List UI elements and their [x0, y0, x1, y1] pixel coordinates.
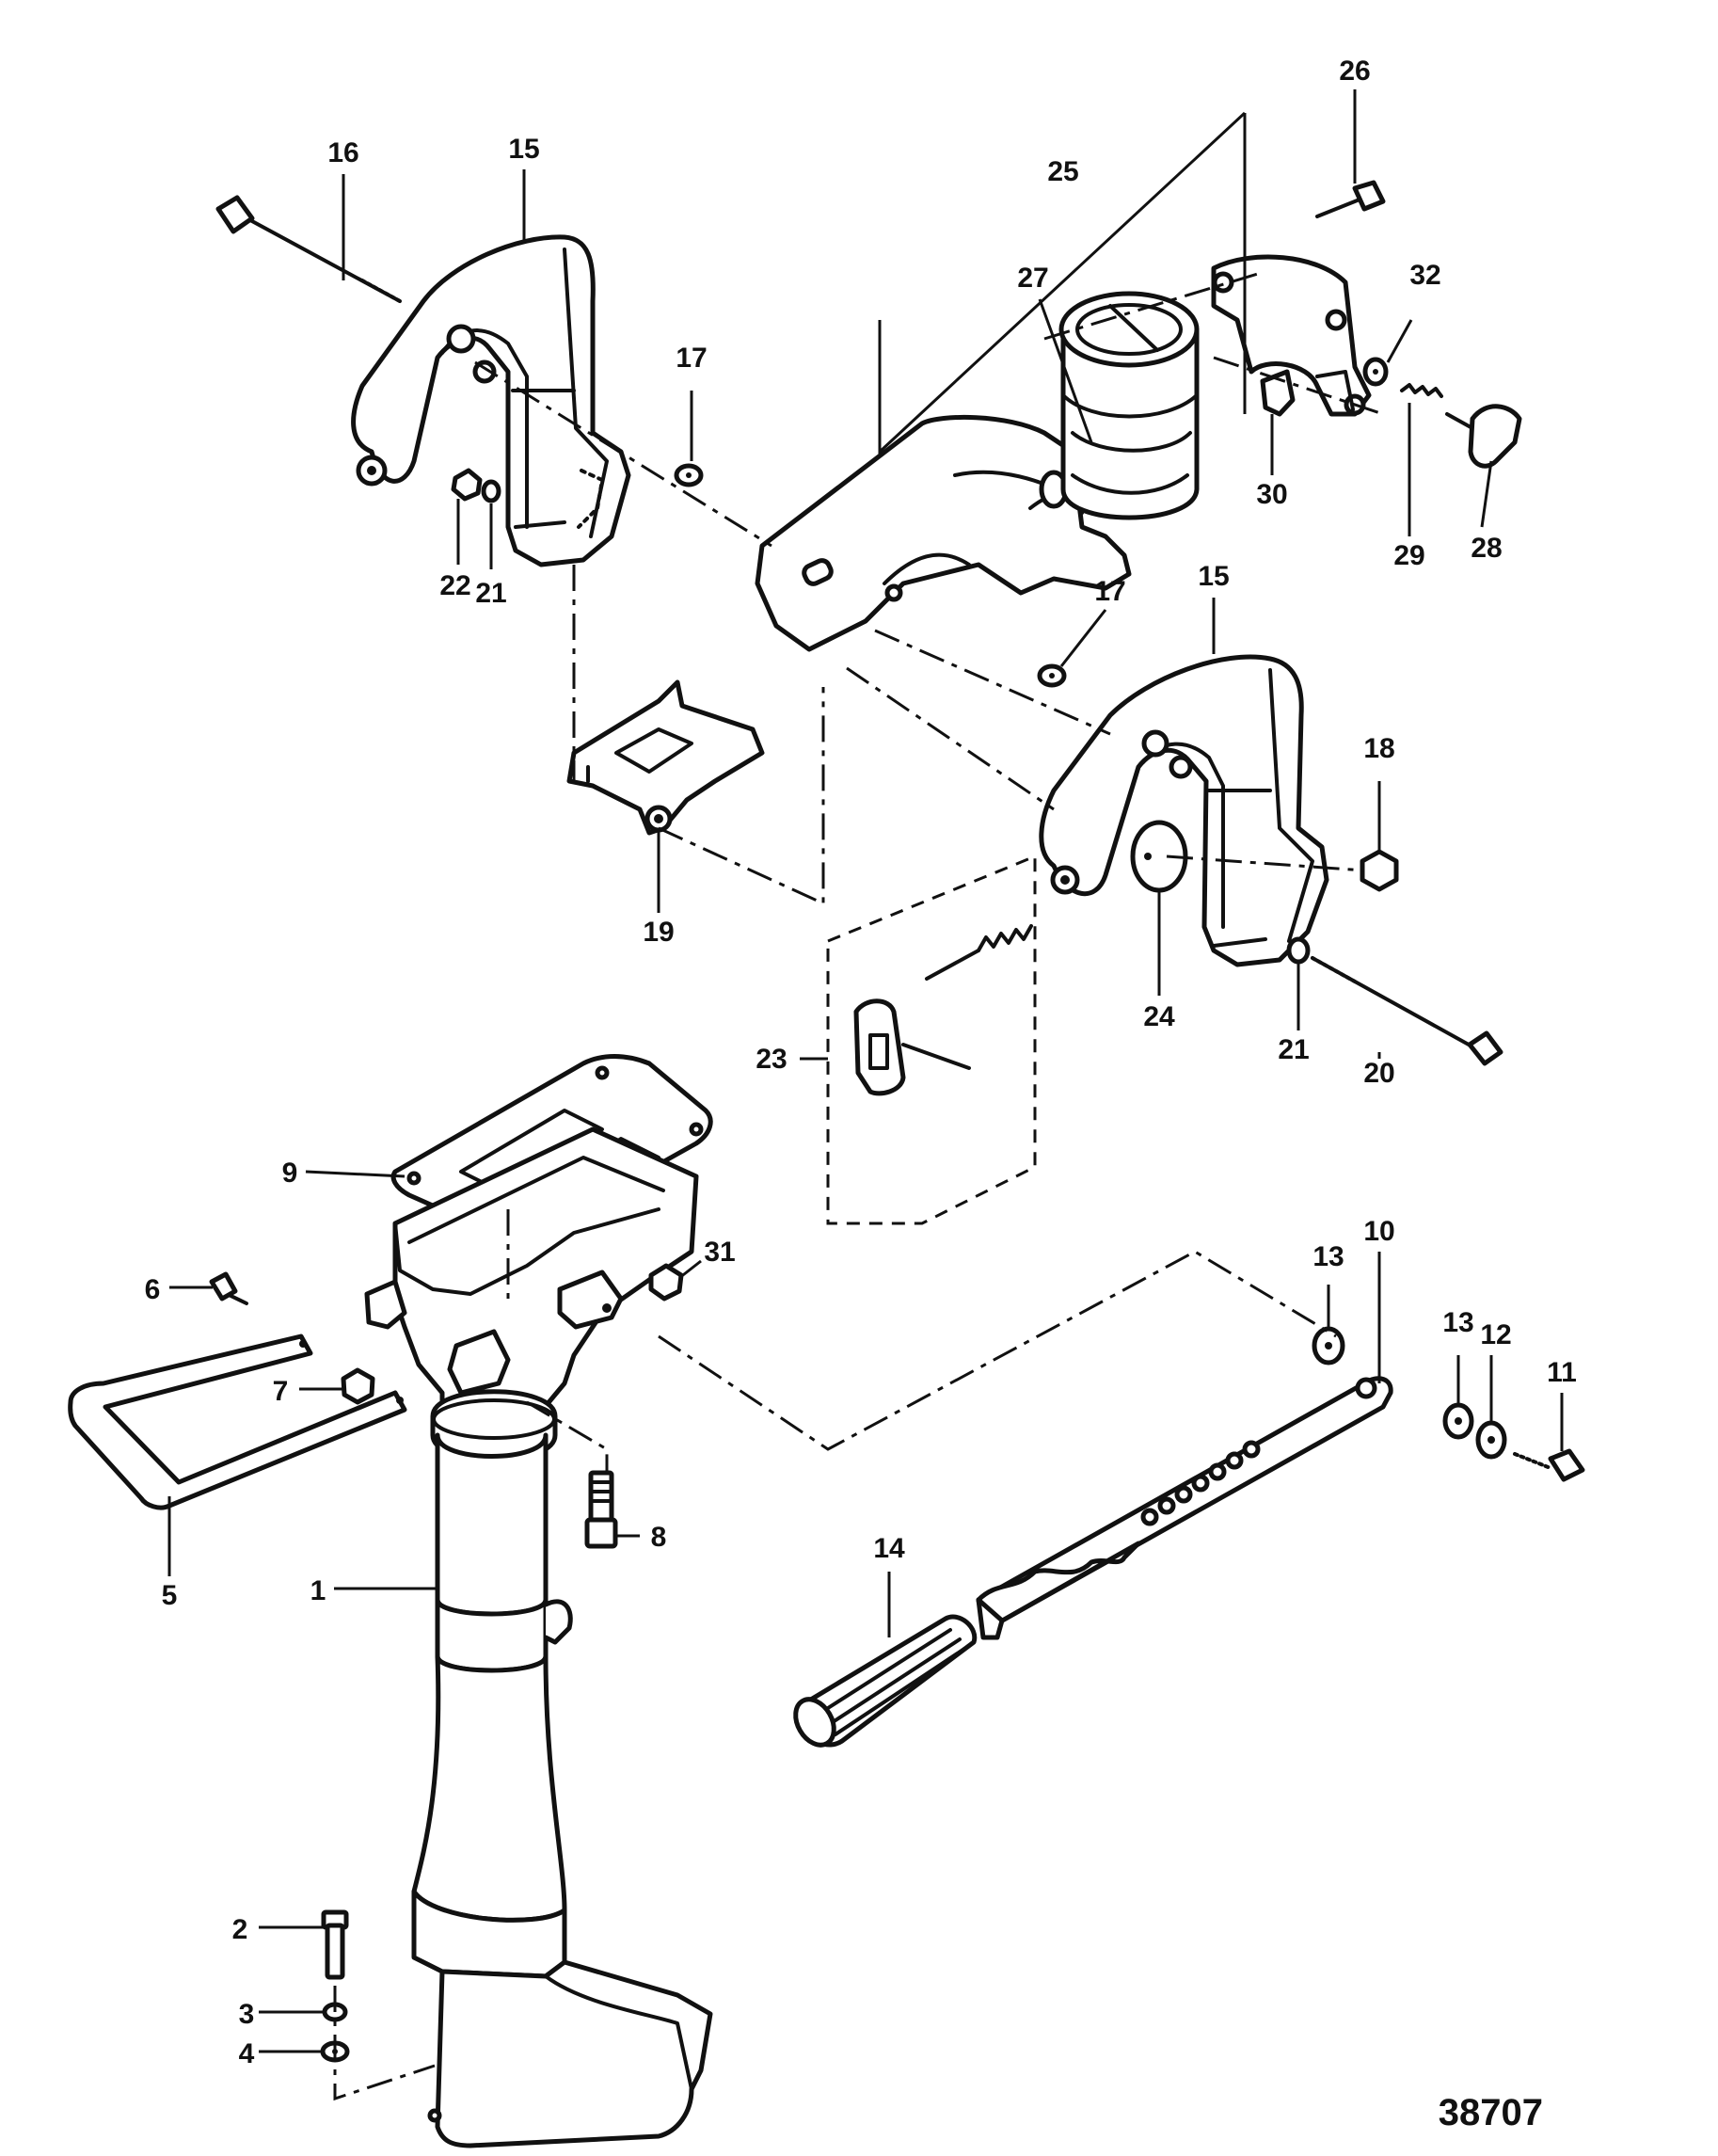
part-21-washer-lower — [1286, 936, 1311, 965]
callout-29: 29 — [1393, 540, 1424, 571]
part-12-washer — [1475, 1420, 1507, 1460]
part-1-driveshaft-housing — [364, 1126, 713, 2148]
callout-14: 14 — [873, 1533, 905, 1564]
callout-26: 26 — [1339, 56, 1370, 87]
callout-21-lower: 21 — [1278, 1034, 1309, 1065]
callout-18: 18 — [1363, 733, 1394, 764]
part-6-bolt — [209, 1271, 248, 1305]
part-30-wedge — [1260, 369, 1296, 417]
callout-22: 22 — [439, 570, 470, 601]
part-32-washer — [1362, 357, 1389, 387]
part-17-washer-lower — [1037, 663, 1067, 688]
part-10-tiller-arm — [976, 1376, 1393, 1640]
callout-24: 24 — [1143, 1001, 1175, 1032]
callout-9: 9 — [282, 1158, 298, 1189]
callout-23: 23 — [756, 1044, 787, 1075]
part-25-clamp-half — [1211, 254, 1372, 417]
callout-13-b: 13 — [1442, 1307, 1473, 1338]
part-14-tiller-grip — [793, 1614, 978, 1748]
part-16-bolt — [215, 195, 402, 303]
callout-32: 32 — [1409, 260, 1440, 291]
part-23-latch — [853, 998, 971, 1096]
callout-19: 19 — [643, 917, 674, 948]
callout-12: 12 — [1480, 1319, 1511, 1350]
leader-lines — [167, 89, 1564, 2053]
part-7-nut — [341, 1367, 375, 1405]
callout-10: 10 — [1363, 1216, 1394, 1247]
part-8-bolt — [584, 1470, 618, 1549]
part-28-thumb-screw — [1445, 404, 1522, 469]
assembly-lines — [333, 111, 1384, 2101]
part-5-carry-handle — [68, 1334, 407, 1510]
callout-8: 8 — [651, 1522, 667, 1553]
callout-31: 31 — [704, 1237, 735, 1268]
callout-13-a: 13 — [1312, 1241, 1344, 1272]
part-2-bolt — [321, 1909, 349, 1980]
callout-27: 27 — [1017, 263, 1048, 294]
callout-7: 7 — [273, 1376, 289, 1407]
callout-15-upper: 15 — [508, 134, 539, 165]
part-23-spring — [925, 924, 1033, 981]
callout-11: 11 — [1547, 1357, 1577, 1388]
callout-3: 3 — [239, 1999, 255, 2030]
part-22-nut — [451, 468, 483, 502]
part-13-washer-a — [1312, 1326, 1345, 1365]
part-23-reverse-lock-group — [826, 854, 1037, 1225]
part-21-washer-upper — [481, 479, 501, 503]
callout-1: 1 — [310, 1575, 326, 1606]
part-19-transom-plate — [566, 679, 765, 836]
callout-4: 4 — [239, 2038, 255, 2069]
callout-17-upper: 17 — [676, 343, 707, 374]
part-27-swivel-bushing — [1058, 291, 1200, 520]
callout-16: 16 — [327, 137, 358, 168]
part-18-nut — [1360, 849, 1399, 892]
callout-21-upper: 21 — [475, 578, 506, 609]
callout-6: 6 — [145, 1274, 161, 1305]
callout-5: 5 — [162, 1580, 178, 1611]
part-29-spring — [1400, 383, 1443, 398]
figure-number: 38707 — [1439, 2092, 1543, 2133]
callout-2: 2 — [232, 1914, 248, 1945]
callout-30: 30 — [1256, 479, 1287, 510]
callout-28: 28 — [1471, 533, 1502, 564]
part-15-clamp-bracket-upper — [351, 234, 631, 567]
part-20-bolt — [1311, 956, 1503, 1066]
callout-17-lower: 17 — [1094, 576, 1125, 607]
part-26-bolt — [1315, 180, 1386, 218]
callout-20: 20 — [1363, 1058, 1394, 1089]
callout-15-lower: 15 — [1198, 561, 1229, 592]
callout-numbers: 16 15 25 26 27 32 17 30 29 28 22 21 17 1… — [145, 56, 1577, 2133]
part-17-washer-upper — [674, 463, 704, 487]
callout-25: 25 — [1047, 156, 1078, 187]
part-11-bolt — [1513, 1448, 1585, 1482]
part-31-nut — [648, 1263, 684, 1302]
part-13-washer-b — [1442, 1402, 1474, 1440]
part-15-clamp-bracket-lower — [1039, 654, 1329, 967]
